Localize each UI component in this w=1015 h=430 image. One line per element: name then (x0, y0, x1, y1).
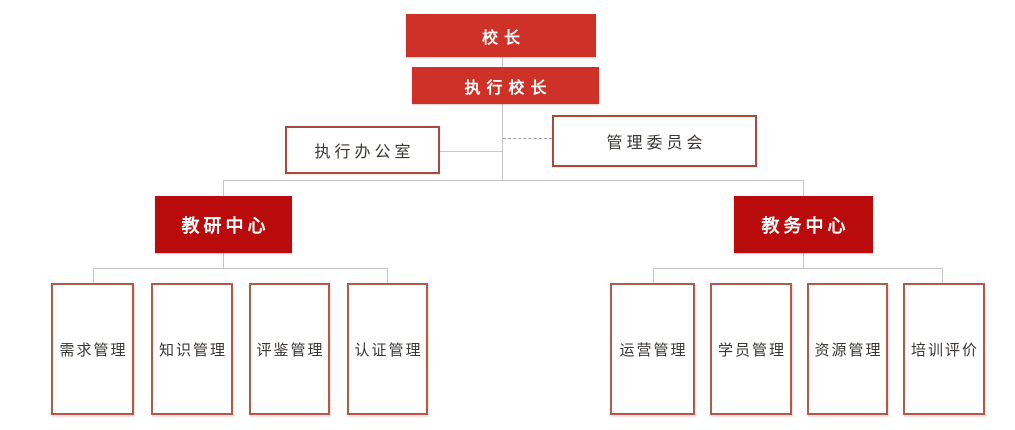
connector-office-link (440, 151, 503, 152)
node-operations-management: 运营管理 (610, 283, 695, 415)
node-principal-label: 校长 (481, 27, 526, 47)
connector-research-drop (223, 180, 224, 197)
node-resource-management: 资源管理 (807, 283, 888, 415)
node-executive-principal: 执行校长 (412, 67, 599, 104)
node-executive-office-label: 执行办公室 (314, 142, 415, 161)
node-operations-management-label: 运营管理 (619, 340, 688, 359)
node-executive-principal-label: 执行校长 (464, 77, 553, 97)
connector-left-bracket (93, 268, 388, 269)
node-knowledge-management: 知识管理 (151, 283, 233, 415)
connector-root-to-executive (502, 57, 503, 67)
node-training-evaluation: 培训评价 (903, 283, 985, 415)
connector-committee-dashed-link (503, 138, 552, 139)
node-demand-management-label: 需求管理 (59, 340, 128, 359)
connector-right-bracket (653, 268, 943, 269)
node-management-committee-label: 管理委员会 (606, 133, 707, 152)
connector-academic-drop (803, 180, 804, 197)
node-demand-management: 需求管理 (51, 283, 134, 415)
node-academic-affairs-center: 教务中心 (734, 196, 873, 253)
node-knowledge-management-label: 知识管理 (158, 340, 227, 359)
node-research-center: 教研中心 (155, 196, 292, 253)
connector-right-bracket-drop-first (653, 268, 654, 283)
connector-centers-split (223, 180, 803, 181)
node-training-evaluation-label: 培训评价 (910, 340, 979, 359)
node-evaluation-management-label: 评鉴管理 (256, 340, 325, 359)
connector-right-bracket-drop-last (942, 268, 943, 283)
node-certification-management: 认证管理 (347, 283, 428, 415)
connector-left-bracket-drop-last (387, 268, 388, 283)
node-certification-management-label: 认证管理 (354, 340, 423, 359)
connector-executive-stem (502, 104, 503, 180)
connector-research-stem (223, 253, 224, 268)
node-evaluation-management: 评鉴管理 (249, 283, 330, 415)
node-student-management: 学员管理 (710, 283, 792, 415)
node-student-management-label: 学员管理 (717, 340, 786, 359)
connector-academic-stem (803, 253, 804, 268)
node-research-center-label: 教研中心 (181, 215, 270, 237)
node-management-committee: 管理委员会 (552, 115, 757, 167)
node-executive-office: 执行办公室 (285, 126, 440, 174)
node-resource-management-label: 资源管理 (814, 340, 883, 359)
node-academic-affairs-center-label: 教务中心 (761, 215, 850, 237)
connector-left-bracket-drop-first (93, 268, 94, 283)
node-principal: 校长 (406, 14, 596, 57)
